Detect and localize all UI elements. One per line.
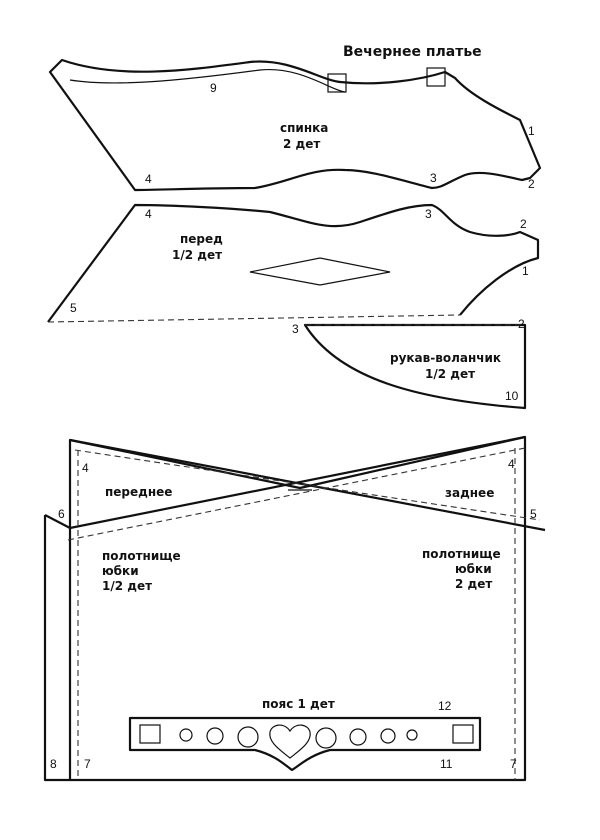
belt-hole bbox=[380, 728, 396, 744]
mark-3-back: 3 bbox=[430, 171, 437, 185]
front-label: перед bbox=[180, 232, 223, 246]
mark-6: 6 bbox=[58, 507, 65, 521]
belt-hole bbox=[349, 728, 367, 746]
belt-outline bbox=[128, 716, 482, 772]
mark-5-front: 5 bbox=[70, 301, 77, 315]
skirt-outer-frame bbox=[68, 435, 527, 782]
sleeve-count: 1/2 дет bbox=[425, 367, 475, 381]
mark-5-skirt: 5 bbox=[530, 507, 537, 521]
back-notch-square-right bbox=[426, 67, 446, 87]
skirt-back-count: 2 дет bbox=[455, 577, 492, 591]
belt-piece: пояс 1 дет bbox=[128, 697, 482, 772]
mark-2-sleeve: 2 bbox=[518, 317, 525, 331]
skirt-panels: переднее заднее полотнище юбки 1/2 дет п… bbox=[43, 435, 546, 782]
mark-7-right: 7 bbox=[510, 757, 517, 771]
mark-3-sleeve: 3 bbox=[292, 322, 299, 336]
front-piece-outline bbox=[47, 203, 540, 323]
skirt-cross-dash-b bbox=[67, 447, 526, 541]
skirt-front-label: переднее bbox=[105, 485, 172, 499]
back-label: спинка bbox=[280, 121, 328, 135]
mark-3-front: 3 bbox=[425, 207, 432, 221]
skirt-back-label: заднее bbox=[445, 486, 494, 500]
skirt-front-skirt-word: юбки bbox=[102, 564, 139, 578]
mark-9: 9 bbox=[210, 81, 217, 95]
mark-1-back: 1 bbox=[528, 124, 535, 138]
back-notch-square-left bbox=[327, 73, 347, 93]
skirt-cross-line-b bbox=[44, 435, 526, 530]
mark-1-front: 1 bbox=[522, 264, 529, 278]
front-piece: перед 1/2 дет bbox=[47, 203, 540, 323]
mark-2-front: 2 bbox=[520, 217, 527, 231]
sleeve-piece: рукав-воланчик 1/2 дет bbox=[303, 323, 527, 410]
belt-label: пояс 1 дет bbox=[262, 697, 335, 711]
belt-hole bbox=[179, 728, 193, 742]
back-piece-outline bbox=[48, 58, 542, 192]
back-fold-line bbox=[69, 68, 346, 93]
skirt-back-skirt-word: юбки bbox=[455, 562, 492, 576]
mark-10: 10 bbox=[505, 389, 519, 403]
belt-hole bbox=[206, 727, 224, 745]
skirt-cross-dash-a bbox=[74, 449, 541, 521]
mark-11: 11 bbox=[440, 757, 453, 771]
skirt-front-panel-word: полотнище bbox=[102, 549, 181, 563]
belt-square-right bbox=[452, 724, 474, 744]
belt-hole bbox=[237, 726, 259, 748]
front-count: 1/2 дет bbox=[172, 248, 222, 262]
skirt-front-count: 1/2 дет bbox=[102, 579, 152, 593]
belt-hole bbox=[315, 727, 337, 749]
skirt-left-edge bbox=[43, 515, 70, 782]
mark-12: 12 bbox=[438, 699, 452, 713]
sleeve-label: рукав-воланчик bbox=[390, 351, 501, 365]
back-count: 2 дет bbox=[283, 137, 320, 151]
belt-hole bbox=[406, 729, 418, 741]
front-dart-diamond bbox=[249, 257, 391, 286]
pattern-title: Вечернее платье bbox=[343, 44, 482, 60]
sleeve-piece-outline bbox=[303, 323, 527, 410]
back-piece: спинка 2 дет bbox=[48, 58, 542, 192]
belt-square-left bbox=[139, 724, 161, 744]
belt-heart bbox=[269, 724, 311, 759]
skirt-back-panel-word: полотнище bbox=[422, 547, 501, 561]
mark-4-skirt-right: 4 bbox=[508, 457, 515, 471]
mark-7-left: 7 bbox=[84, 757, 91, 771]
mark-4-front: 4 bbox=[145, 207, 152, 221]
front-fold-line bbox=[47, 314, 461, 323]
mark-4-back: 4 bbox=[145, 172, 152, 186]
mark-8: 8 bbox=[50, 757, 57, 771]
mark-2-back: 2 bbox=[528, 177, 535, 191]
mark-4-skirt-left: 4 bbox=[82, 461, 89, 475]
